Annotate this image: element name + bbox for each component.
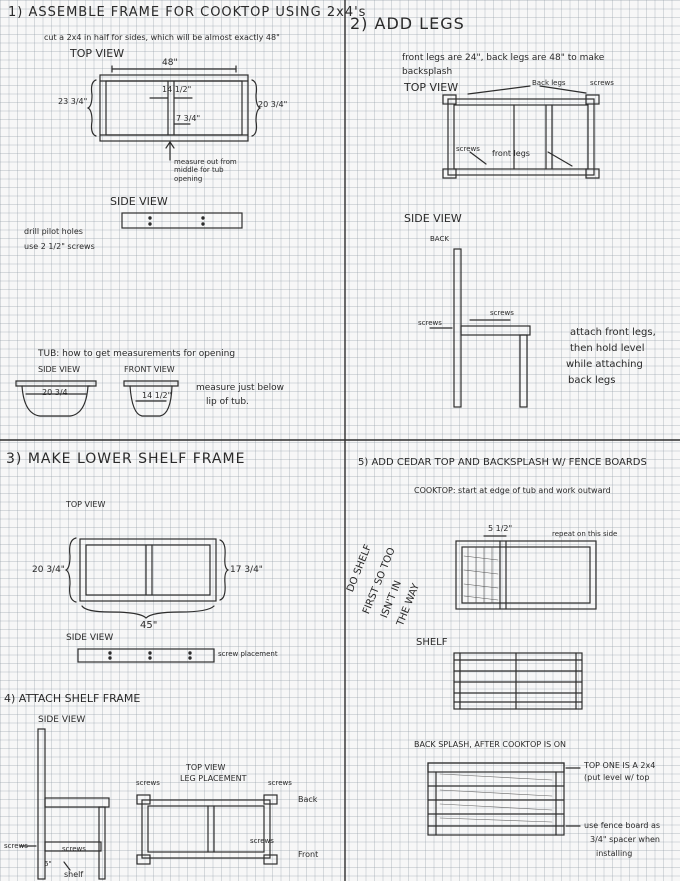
step1-tub-dim2: 14 1/2" bbox=[142, 391, 172, 400]
step2-attach-3: while attaching bbox=[566, 359, 643, 370]
step3-dim-right: 17 3/4" bbox=[230, 565, 263, 575]
step2-front-legs-label: front legs bbox=[492, 149, 530, 158]
step1-dim-mid: 14 1/2" bbox=[162, 85, 192, 94]
step2-side-view bbox=[429, 248, 531, 408]
step1-dim-gap: 7 3/4" bbox=[176, 114, 201, 123]
step3-side-view-label: SIDE VIEW bbox=[66, 633, 114, 643]
step4-screws-c: screws bbox=[250, 837, 274, 845]
step5-dim: 5 1/2" bbox=[488, 524, 513, 533]
step4-screws-a: screws bbox=[4, 842, 28, 850]
step1-tub-front-label: FRONT VIEW bbox=[124, 365, 175, 374]
step5-cooktop bbox=[455, 535, 597, 610]
step2-attach-1: attach front legs, bbox=[570, 327, 656, 338]
step2-screws-side: screws bbox=[418, 319, 442, 327]
step1-side-board bbox=[121, 212, 243, 229]
step5-fence-3: installing bbox=[596, 849, 633, 858]
step4-top-view bbox=[136, 794, 278, 865]
step3-dim-bottom: 45" bbox=[140, 620, 158, 631]
step1-tub-side-label: SIDE VIEW bbox=[38, 365, 80, 374]
step5-title: 5) ADD CEDAR TOP AND BACKSPLASH W/ FENCE… bbox=[358, 457, 647, 468]
step2-title: 2) ADD LEGS bbox=[350, 14, 465, 33]
step3-top-view-label: TOP VIEW bbox=[66, 500, 106, 509]
step5-top-one-1: TOP ONE IS A 2x4 bbox=[584, 761, 656, 770]
step5-cooktop-note: COOKTOP: start at edge of tub and work o… bbox=[414, 486, 611, 495]
step5-repeat-note: repeat on this side bbox=[552, 530, 618, 538]
step1-measure-note: measure out from middle for tub opening bbox=[174, 158, 237, 183]
step1-tub-front bbox=[123, 380, 179, 417]
step1-top-view-label: TOP VIEW bbox=[70, 47, 125, 60]
step1-tub-note1: measure just below bbox=[196, 383, 285, 393]
step1-side-view-label: SIDE VIEW bbox=[110, 195, 168, 208]
step4-screws-b: screws bbox=[62, 845, 86, 853]
step1-dim-top: 48" bbox=[162, 58, 178, 68]
step3-top-frame bbox=[64, 537, 230, 619]
step4-screws-right: screws bbox=[268, 779, 292, 787]
step2-top-frame bbox=[442, 85, 600, 179]
step4-front-label: Front bbox=[298, 850, 319, 859]
step1-drill-note: drill pilot holes bbox=[24, 227, 83, 236]
step1-tub-heading: TUB: how to get measurements for opening bbox=[38, 349, 236, 359]
step3-title: 3) MAKE LOWER SHELF FRAME bbox=[6, 451, 246, 467]
step5-shelf bbox=[453, 652, 583, 710]
step2-note2: backsplash bbox=[402, 67, 453, 77]
step2-screws-label-2: screws bbox=[456, 145, 480, 153]
step5-fence-1: use fence board as bbox=[584, 821, 661, 830]
step2-side-view-label: SIDE VIEW bbox=[404, 212, 462, 225]
step2-screws-label: screws bbox=[590, 79, 614, 87]
step1-dim-left: 23 3/4" bbox=[58, 97, 88, 106]
step5-backsplash-label: BACK SPLASH, AFTER COOKTOP IS ON bbox=[414, 740, 566, 749]
step4-six-inch: 6" bbox=[44, 860, 52, 868]
step1-tub-side bbox=[15, 380, 97, 417]
step3-dim-left: 20 3/4" bbox=[32, 565, 65, 575]
step1-tub-dim1: 20 3/4 bbox=[42, 388, 68, 397]
step3-screw-note: screw placement bbox=[218, 650, 278, 658]
step5-shelf-label: SHELF bbox=[416, 637, 448, 648]
step1-title: 1) ASSEMBLE FRAME FOR COOKTOP USING 2x4'… bbox=[8, 5, 367, 20]
step5-fence-2: 3/4" spacer when bbox=[590, 835, 661, 844]
step4-back-label: Back bbox=[298, 795, 318, 804]
step5-top-one-2: (put level w/ top bbox=[584, 773, 650, 782]
step1-screws-note: use 2 1/2" screws bbox=[24, 242, 95, 251]
step2-screws-side-2: screws bbox=[490, 309, 514, 317]
step4-screws-left: screws bbox=[136, 779, 160, 787]
step4-side-view-label: SIDE VIEW bbox=[38, 715, 86, 725]
step2-back-legs-label: Back legs bbox=[532, 79, 566, 87]
step4-top-view-label: TOP VIEW bbox=[186, 763, 226, 772]
step5-backsplash bbox=[427, 762, 581, 836]
step2-note1: front legs are 24", back legs are 48" to… bbox=[402, 53, 605, 63]
step1-dim-right: 20 3/4" bbox=[258, 100, 288, 109]
step4-shelf-label: shelf bbox=[64, 870, 84, 879]
step4-title: 4) ATTACH SHELF FRAME bbox=[4, 692, 141, 705]
step3-side-board bbox=[77, 648, 215, 663]
step1-tub-note2: lip of tub. bbox=[206, 397, 249, 407]
step4-side-view bbox=[19, 728, 110, 880]
step4-leg-placement: LEG PLACEMENT bbox=[180, 774, 247, 783]
step2-attach-4: back legs bbox=[568, 375, 616, 386]
step2-back-label: BACK bbox=[430, 235, 449, 243]
step2-top-view-label: TOP VIEW bbox=[404, 81, 459, 94]
step1-top-frame bbox=[86, 65, 262, 161]
step1-note: cut a 2x4 in half for sides, which will … bbox=[44, 33, 280, 42]
step2-attach-2: then hold level bbox=[570, 343, 645, 354]
